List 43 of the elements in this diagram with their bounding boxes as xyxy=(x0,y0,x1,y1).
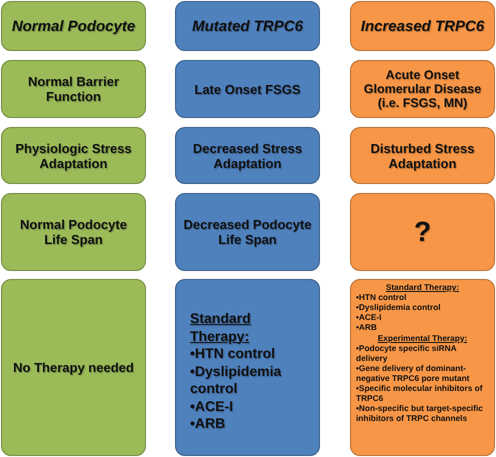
section-heading: Standard Therapy: xyxy=(190,310,252,345)
outcome-box xyxy=(350,60,495,118)
column-heading: Increased TRPC6 xyxy=(360,18,484,34)
column-heading: Mutated TRPC6 xyxy=(192,18,303,34)
outcome-box xyxy=(175,193,320,271)
therapy-box xyxy=(350,279,495,456)
header-box xyxy=(350,1,495,51)
box-text: Disturbed Stress Adaptation xyxy=(369,140,476,170)
bullet-item: •HTN control xyxy=(356,292,408,302)
section-heading: Experimental Therapy: xyxy=(376,332,468,343)
outcome-box xyxy=(350,193,495,271)
outcome-box xyxy=(1,60,146,118)
box-text: ? xyxy=(414,216,432,248)
bullet-item: •ARB xyxy=(190,415,226,432)
therapy-box xyxy=(1,279,146,456)
outcome-box xyxy=(1,127,146,184)
box-text: Physiologic Stress Adaptation xyxy=(14,140,133,170)
section-heading: Standard Therapy: xyxy=(384,282,460,292)
outcome-box xyxy=(175,127,320,184)
bullet-item: •ARB xyxy=(356,322,378,333)
box-text: No Therapy needed xyxy=(13,360,134,375)
header-box xyxy=(175,1,320,51)
outcome-box xyxy=(1,193,146,271)
box-text: Normal Podocyte Life Span xyxy=(19,217,128,247)
box-text: Acute Onset Glomerular Disease (i.e. FSGS, MN) xyxy=(362,68,482,110)
box-text: Decreased Stress Adaptation xyxy=(192,140,304,170)
outcome-box xyxy=(175,60,320,118)
bullet-item: •ACE-I xyxy=(356,312,382,322)
bullet-item: •Podocyte specific siRNA delivery xyxy=(356,342,456,363)
box-text: Normal Barrier Function xyxy=(26,74,120,104)
column-heading: Normal Podocyte xyxy=(12,18,136,34)
bullet-item: •HTN control xyxy=(190,345,276,362)
bullet-item: •Dyslipidemia control xyxy=(190,362,282,398)
bullet-item: •ACE-I xyxy=(190,398,234,415)
outcome-box xyxy=(350,127,495,184)
bullet-item: •Non-specific but target-specific inhibitors of TRPC channels xyxy=(356,403,484,424)
bullet-item: •Gene delivery of dominant-negative TRPC6 pore mutant xyxy=(356,362,470,384)
bullet-item: •Specific molecular inhibitors of TRPC6 xyxy=(356,383,484,404)
therapy-box xyxy=(175,279,320,456)
box-text: Late Onset FSGS xyxy=(194,82,301,96)
bullet-item: •Dyslipidemia control xyxy=(356,302,442,312)
header-box xyxy=(1,1,146,51)
box-text: Decreased Podocyte Life Span xyxy=(182,217,312,247)
